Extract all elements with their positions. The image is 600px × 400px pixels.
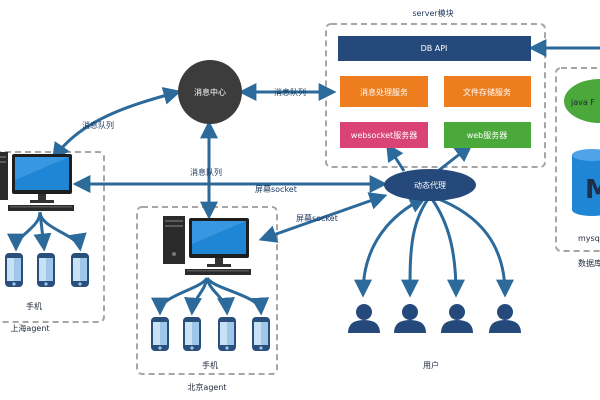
db-logo-letter: M (585, 175, 600, 205)
beijing-agent: 手机 北京agent (151, 216, 270, 392)
web-server-box (444, 122, 531, 148)
shanghai-agent-title: 上海agent (10, 323, 49, 333)
arrow-proxy-user-4 (435, 196, 514, 298)
file-service-label: 文件存储服务 (463, 87, 511, 97)
dynamic-proxy-label: 动态代理 (414, 180, 446, 190)
message-center-node: 消息中心 (178, 60, 242, 124)
arrow-proxy-websocket (386, 142, 406, 172)
beijing-phone-links (151, 276, 270, 316)
edge-label-screen-socket-1: 屏幕socket (255, 184, 297, 194)
users-group: 用户 (348, 304, 521, 370)
shanghai-phone-links (7, 211, 87, 252)
user-icon-2 (394, 304, 426, 333)
beijing-computer-icon (163, 216, 251, 275)
shanghai-phone-icon-3 (71, 253, 89, 287)
arrow-proxy-user-1 (354, 196, 428, 298)
users-label: 用户 (423, 360, 439, 370)
shanghai-phone-icon-1 (5, 253, 23, 287)
beijing-phone-icon-3 (218, 317, 236, 351)
database-container (555, 67, 600, 252)
beijing-phone-icon-2 (183, 317, 201, 351)
websocket-server-box (340, 122, 428, 148)
shanghai-agent: 手机 上海agent (0, 152, 89, 333)
edge-label-queue-down: 消息队列 (190, 167, 222, 177)
edge-label-queue-left: 消息队列 (82, 120, 114, 130)
shanghai-computer-icon (0, 152, 74, 211)
web-server-label: web服务器 (467, 130, 508, 140)
database-title: 数据库 (578, 258, 600, 268)
database-group: java F M mysql 数据库 (564, 79, 600, 268)
server-module-title: server模块 (412, 8, 453, 18)
server-module: server模块 DB API 消息处理服务 文件存储服务 websocket服… (338, 8, 531, 148)
beijing-agent-title: 北京agent (187, 382, 226, 392)
user-icon-4 (489, 304, 521, 333)
java-label: java F (570, 98, 595, 107)
shanghai-phone-icon-2 (37, 253, 55, 287)
dynamic-proxy-node: 动态代理 (384, 169, 476, 201)
arrow-shanghai-center (51, 87, 182, 161)
file-service-box (444, 76, 531, 107)
edge-label-screen-socket-2: 屏幕socket (296, 213, 338, 223)
arrow-proxy-user-2 (401, 198, 430, 298)
db-api-box (338, 36, 531, 61)
proxy-user-links (354, 196, 514, 298)
edge-label-queue-right: 消息队列 (274, 87, 306, 97)
mysql-db-icon: M (572, 149, 600, 216)
beijing-phone-label: 手机 (202, 360, 218, 370)
msg-service-label: 消息处理服务 (360, 87, 408, 97)
websocket-server-label: websocket服务器 (351, 130, 417, 140)
beijing-phone-icon-4 (252, 317, 270, 351)
arrow-proxy-web (437, 143, 473, 173)
message-center-label: 消息中心 (194, 87, 226, 97)
msg-service-box (340, 76, 428, 107)
arrow-proxy-user-3 (430, 198, 465, 298)
user-icon-1 (348, 304, 380, 333)
shanghai-phone-label: 手机 (26, 301, 42, 311)
mysql-label: mysql (578, 234, 600, 243)
shanghai-agent-container (0, 151, 105, 323)
beijing-phone-icon-1 (151, 317, 169, 351)
user-icon-3 (441, 304, 473, 333)
db-api-label: DB API (421, 44, 448, 53)
java-node (564, 79, 600, 123)
